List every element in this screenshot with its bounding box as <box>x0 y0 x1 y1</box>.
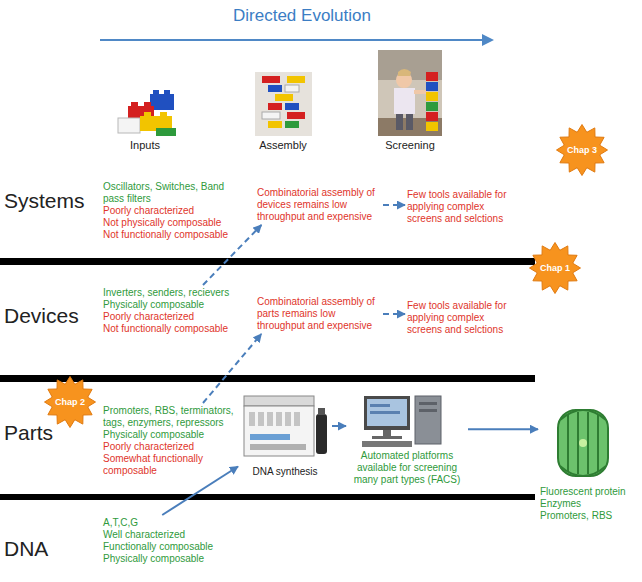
child-photo <box>378 50 442 136</box>
lego-bricks-picture <box>118 90 176 136</box>
note-text: Few tools available for applying complex… <box>407 300 515 336</box>
note-text: Promoters, RBS, terminators, tags, enzym… <box>103 405 235 429</box>
note-text: Poorly characterized <box>103 441 235 453</box>
note-text: A,T,C,G <box>103 517 235 529</box>
screening-note: Few tools available for applying complex… <box>405 298 517 338</box>
assembly-note: Combinatorial assembly of devices remain… <box>255 185 383 225</box>
starburst-shape <box>530 243 581 294</box>
part-inputs: Promoters, RBS, terminators, tags, enzym… <box>101 403 237 479</box>
row-label: DNA <box>4 537 64 561</box>
lego-helix-picture <box>255 72 312 136</box>
facs-computer-picture <box>362 396 441 447</box>
column-header: Screening <box>375 139 445 151</box>
chapter-number: Chap 2 <box>54 397 86 407</box>
flow-arrow <box>383 313 405 315</box>
note-text: Not functionally composable <box>103 323 235 335</box>
note-text: Functionally composable <box>103 541 235 553</box>
dna-synthesizer-picture <box>244 396 327 456</box>
flow-arrow <box>203 334 261 403</box>
note-text: Not functionally composable <box>103 229 235 241</box>
row-divider <box>0 258 535 265</box>
note-text: Physically composable <box>103 299 235 311</box>
system-inputs: Oscillators, Switches, Band pass filters… <box>101 179 237 243</box>
column-header: Inputs <box>112 139 178 151</box>
chapter-burst: Chap 3 <box>556 124 608 176</box>
row-label: Devices <box>4 304 94 328</box>
facs-box: Automated platforms available for screen… <box>346 390 468 488</box>
row-divider <box>0 494 535 500</box>
assembly-note: Combinatorial assembly of parts remains … <box>255 294 383 334</box>
flow-arrow <box>162 467 238 516</box>
outputs-box: Fluorescent proteinEnzymesPromoters, RBS <box>538 398 638 524</box>
note-text: Somewhat functionally composable <box>103 453 235 477</box>
note-text: Few tools available for applying complex… <box>407 189 515 225</box>
note-text: Enzymes <box>540 498 636 510</box>
chapter-burst: Chap 2 <box>44 376 96 428</box>
note-text: Combinatorial assembly of devices remain… <box>257 187 381 223</box>
dna-inputs: A,T,C,GWell characterizedFunctionally co… <box>101 515 237 567</box>
device-inputs: Inverters, senders, recieversPhysically … <box>101 285 237 337</box>
flow-arrow <box>332 425 346 427</box>
note-text: Inverters, senders, recievers <box>103 287 235 299</box>
note-text: Automated platforms available for screen… <box>348 450 466 486</box>
note-text: Poorly characterized <box>103 311 235 323</box>
column-header: Assembly <box>250 139 316 151</box>
note-text: DNA synthesis <box>240 466 330 478</box>
chapter-number: Chap 3 <box>566 145 598 155</box>
starburst-shape <box>45 377 96 428</box>
note-text: Physically composable <box>103 553 235 565</box>
note-text: Well characterized <box>103 529 235 541</box>
screening-note: Few tools available for applying complex… <box>405 187 517 227</box>
evolution-arrowhead <box>482 34 494 46</box>
note-text: Combinatorial assembly of parts remains … <box>257 296 381 332</box>
starburst-shape <box>557 125 608 176</box>
note-text: Oscillators, Switches, Band pass filters <box>103 181 235 205</box>
note-text: Poorly characterized <box>103 205 235 217</box>
chapter-burst: Chap 1 <box>529 242 581 294</box>
dna-synthesis-box: DNA synthesis <box>238 390 332 480</box>
diagram-title: Directed Evolution <box>202 6 402 26</box>
evolution-arrow <box>100 39 484 41</box>
flow-arrow <box>383 204 405 206</box>
flow-arrow <box>468 428 538 430</box>
row-label: Systems <box>4 189 94 213</box>
gfp-barrel-picture <box>558 410 608 476</box>
chapter-number: Chap 1 <box>539 263 571 273</box>
note-text: Promoters, RBS <box>540 510 636 522</box>
note-text: Fluorescent protein <box>540 486 636 498</box>
note-text: Physically composable <box>103 429 235 441</box>
row-label: Parts <box>4 421 64 445</box>
note-text: Not physically composable <box>103 217 235 229</box>
